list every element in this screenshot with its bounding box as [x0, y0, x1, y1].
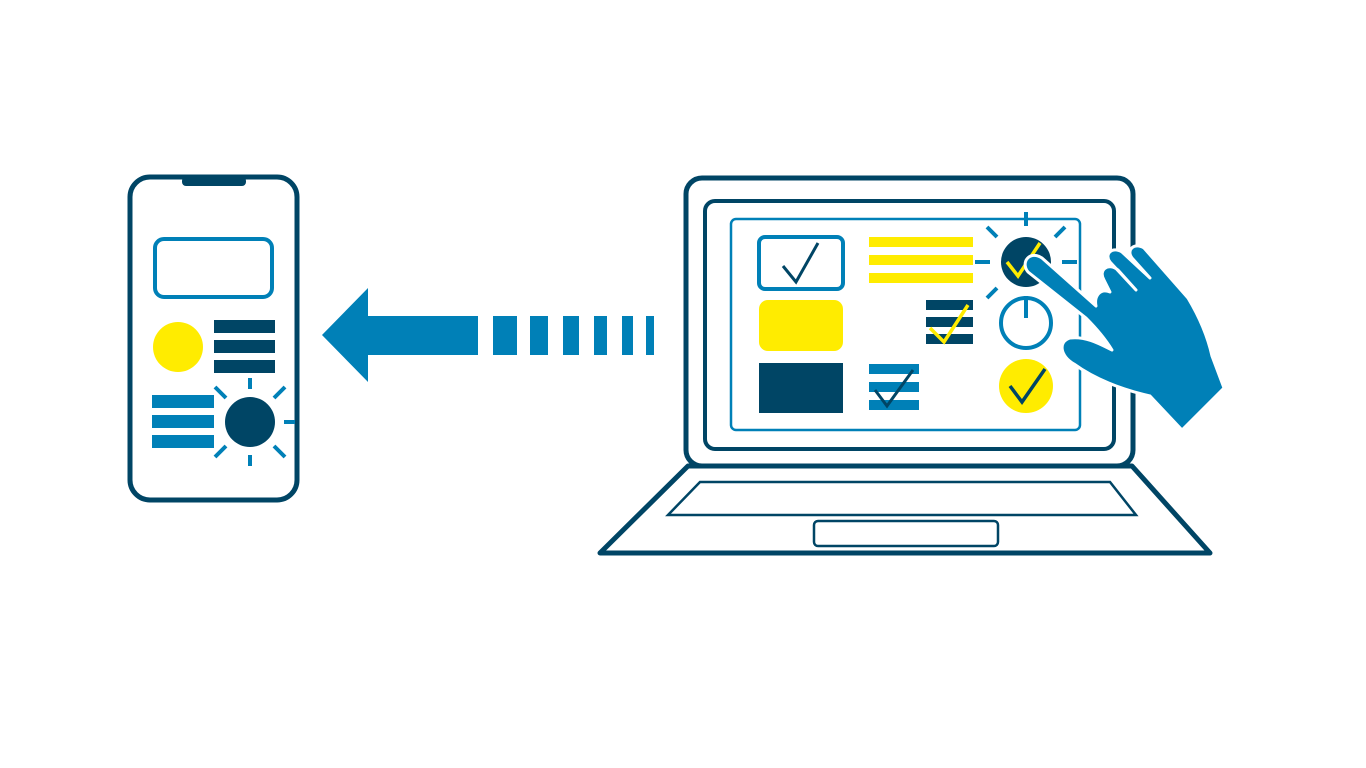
smartphone-icon: [127, 174, 300, 503]
yellow-check-circle: [999, 359, 1053, 413]
arrow-left-icon: [322, 288, 654, 382]
checkmark-icon: [873, 369, 915, 409]
screen-navy-checklist: [926, 300, 973, 345]
phone-input-box: [153, 237, 274, 299]
glowing-toggle-icon: [213, 378, 295, 466]
phone-navy-lines: [214, 320, 275, 373]
screen-yellow-lines: [869, 237, 973, 283]
screen-blue-checklist: [869, 364, 919, 410]
screen-yellow-block: [759, 300, 843, 351]
laptop-touchpad: [812, 519, 1000, 548]
checkbox-icon: [757, 235, 845, 291]
checkmark-icon: [1008, 367, 1047, 405]
phone-notch: [182, 177, 246, 186]
hand-pointer-icon: [1023, 244, 1226, 432]
phone-blue-lines: [152, 395, 214, 448]
power-button-icon: [999, 296, 1053, 350]
checkmark-icon: [928, 304, 970, 345]
phone-yellow-circle: [153, 322, 203, 372]
laptop-keyboard: [665, 480, 1139, 517]
screen-navy-block: [759, 363, 843, 413]
laptop-icon: [597, 175, 1213, 556]
